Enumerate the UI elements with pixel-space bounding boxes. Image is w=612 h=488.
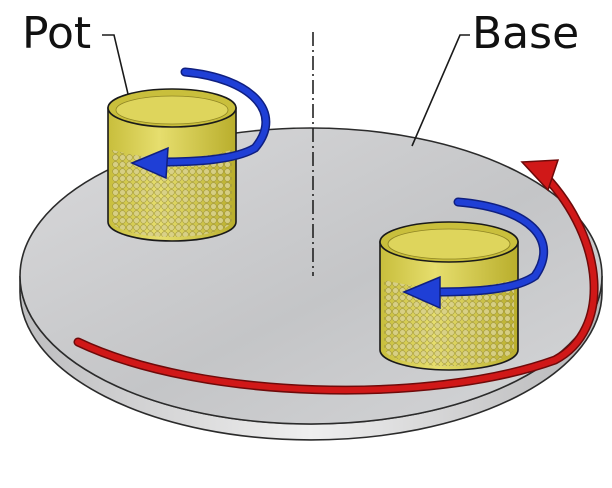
pot-label: Pot [22, 8, 92, 59]
base-leader-line [411, 34, 470, 147]
pot-1-inner-rim [115, 95, 229, 125]
base-label: Base [472, 8, 580, 59]
pot-2-balls [384, 280, 514, 366]
pot-1 [107, 88, 237, 242]
pot-rotation-arrow-icon [402, 197, 549, 310]
pot-2 [379, 221, 519, 371]
pot-leader-line [102, 34, 129, 95]
pot-2-inner-rim [387, 228, 511, 260]
base-revolution-arrow-icon [73, 159, 599, 395]
pot-1-balls [112, 150, 232, 237]
pot-rotation-arrow-icon [130, 67, 271, 180]
